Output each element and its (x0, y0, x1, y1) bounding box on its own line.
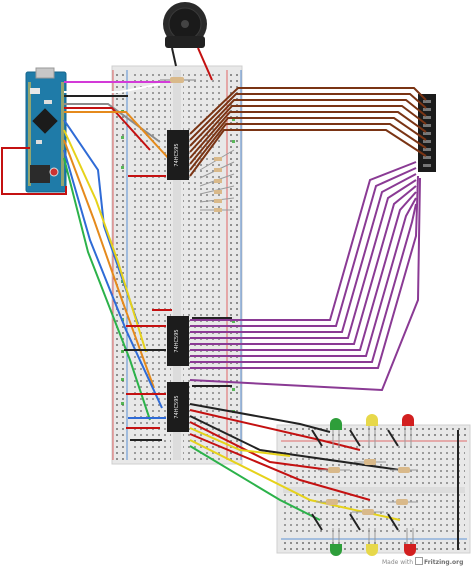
led-bar-connector (418, 94, 436, 172)
breadboard-jumpers (124, 175, 232, 441)
credit-brand: Fritzing.org (424, 559, 464, 566)
traffic-leds-bottom (330, 528, 416, 556)
chip-top-label: 74HC595 (174, 143, 180, 166)
yellow-led-bottom (366, 528, 378, 556)
chip-middle-label: 74HC595 (174, 329, 180, 352)
chip-bottom-label: 74HC595 (174, 395, 180, 418)
led-ground-jumpers (311, 429, 399, 531)
led-breadboard-wires (189, 403, 459, 550)
green-led-bottom (330, 528, 342, 556)
fritzing-credit: Made with Fritzing.org (382, 557, 463, 566)
green-led-top (330, 418, 342, 446)
buzzer-resistor (160, 77, 196, 83)
piezo-buzzer (163, 2, 213, 81)
power-loop-wire (1, 147, 67, 195)
fritzing-logo-icon (415, 557, 423, 565)
brown-data-wires (189, 87, 427, 177)
led-resistors (316, 459, 418, 515)
yellow-led-top (366, 414, 378, 446)
red-led-top (402, 414, 414, 446)
resistor-array (199, 149, 235, 212)
arduino-signal-wires (63, 81, 178, 421)
shift-register-chips: 74HC595 74HC595 74HC595 (167, 130, 189, 432)
credit-prefix: Made with (382, 559, 413, 566)
purple-data-wires (189, 161, 421, 392)
arduino-micro-board (25, 67, 67, 193)
red-led-bottom (404, 528, 416, 556)
traffic-leds-top (330, 414, 414, 446)
led-breadboard (276, 424, 471, 554)
